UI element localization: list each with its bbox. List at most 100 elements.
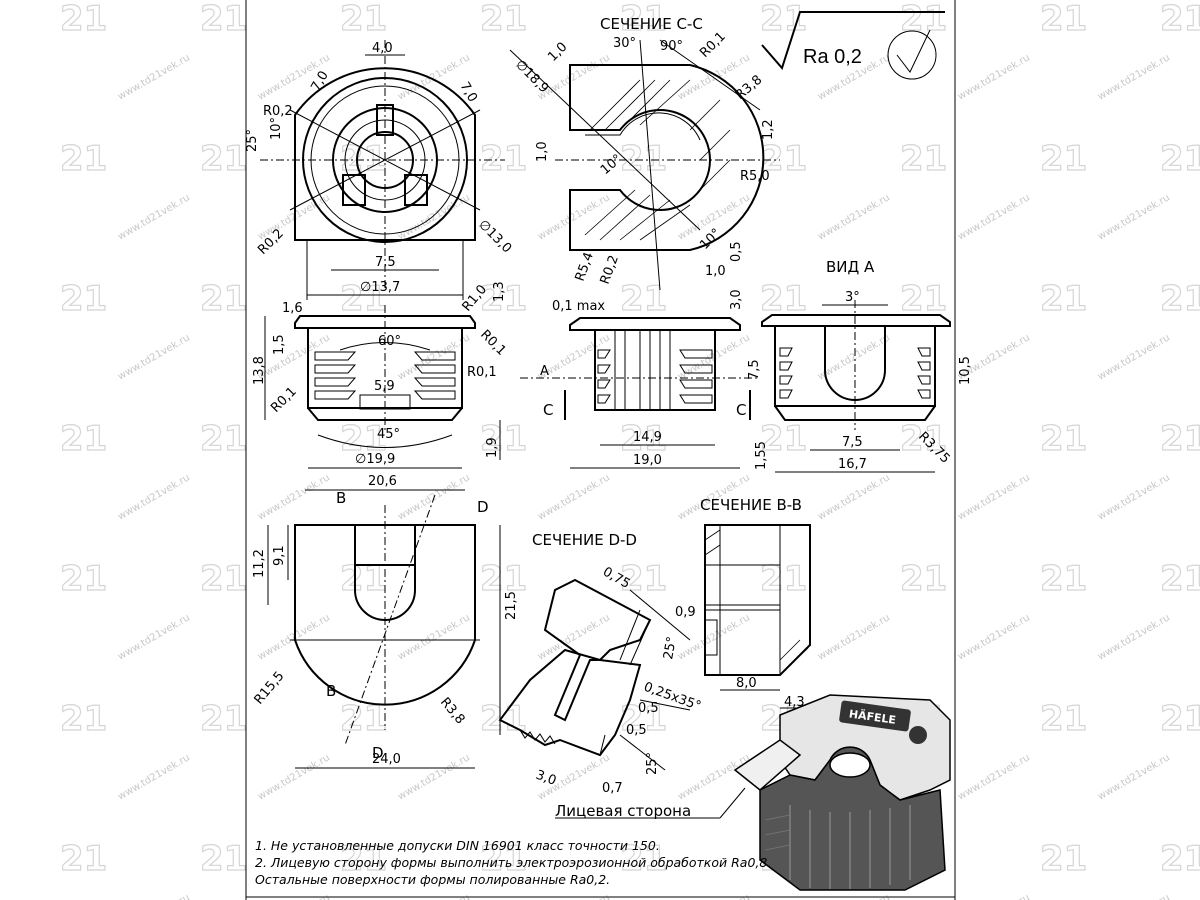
watermark-logo: 21	[60, 279, 107, 319]
dim-0-5-b: 0,5	[626, 723, 647, 738]
watermark-site-text: www.td21vek.ru	[536, 472, 612, 522]
watermark-logo: 21	[340, 419, 387, 459]
watermark-logo: 21	[760, 139, 807, 179]
dim-0-9: 0,9	[675, 605, 696, 620]
watermark-logo: 21	[60, 419, 107, 459]
dim-21-5: 21,5	[504, 591, 519, 620]
watermark-logo: 21	[1040, 839, 1087, 879]
section-dd-title: СЕЧЕНИЕ D-D	[532, 531, 637, 549]
section-bb-labels: СЕЧЕНИЕ B-B 8,0 4,3	[700, 496, 805, 710]
watermark-logo: 21	[60, 839, 107, 879]
note-line-1: 1. Не установленные допуски DIN 16901 кл…	[255, 838, 660, 853]
section-arrow-c-right: C	[736, 401, 746, 419]
watermark-logo: 21	[480, 839, 527, 879]
watermark-logo: 21	[1040, 139, 1087, 179]
watermark-logo: 21	[1040, 699, 1087, 739]
watermark-site-text: www.td21vek.ru	[116, 472, 192, 522]
dim-7-0-right: 7,0	[457, 80, 480, 105]
angle-90: 90°	[660, 39, 683, 54]
watermark-logo: 21	[620, 839, 667, 879]
watermark-site-text: www.td21vek.ru	[256, 752, 332, 802]
dim-1-0-top: 1,0	[545, 40, 570, 65]
watermark-logo: 21	[60, 139, 107, 179]
watermark-logo: 21	[60, 699, 107, 739]
radius-r5-0: R5,0	[740, 169, 770, 184]
watermark-site-text: www.td21vek.ru	[116, 892, 192, 900]
watermark-site-text: www.td21vek.ru	[536, 52, 612, 102]
watermark-site-text: www.td21vek.ru	[816, 612, 892, 662]
watermark-site-text: www.td21vek.ru	[676, 892, 752, 900]
dim-3-0: 3,0	[729, 289, 744, 310]
watermark-logo: 21	[200, 279, 247, 319]
watermark-site-text: www.td21vek.ru	[116, 752, 192, 802]
radius-r0-1: R0,1	[697, 29, 729, 61]
watermark-site-text: www.td21vek.ru	[816, 892, 892, 900]
watermark-logo: 21	[620, 559, 667, 599]
watermark-site-text: www.td21vek.ru	[536, 192, 612, 242]
dim-1-55: 1,55	[754, 441, 769, 470]
watermark-logo: 21	[1160, 419, 1200, 459]
face-side-label: Лицевая сторона	[555, 802, 691, 820]
dim-9-1: 9,1	[272, 545, 287, 566]
watermark-logo: 21	[620, 279, 667, 319]
watermark-logo: 21	[340, 0, 387, 39]
watermark-site-text: www.td21vek.ru	[396, 892, 472, 900]
angle-25-top: 25°	[661, 635, 680, 660]
watermark-logo: 21	[480, 419, 527, 459]
watermark-site-text: www.td21vek.ru	[536, 892, 612, 900]
product-render	[733, 694, 951, 891]
dim-11-2: 11,2	[252, 549, 267, 578]
dim-diameter-13-0: ∅13,0	[475, 217, 514, 256]
notes-block: 1. Не установленные допуски DIN 16901 кл…	[255, 838, 771, 887]
dim-7-5-bottom: 7,5	[842, 435, 863, 450]
section-cc-title: СЕЧЕНИЕ C-C	[600, 15, 703, 33]
watermark-logo: 21	[1160, 0, 1200, 39]
dim-1-0-left: 1,0	[535, 141, 550, 162]
drawing-frame	[245, 0, 956, 900]
watermark-logo: 21	[200, 559, 247, 599]
watermark-site-text: www.td21vek.ru	[1096, 472, 1172, 522]
dim-1-0-bottom: 1,0	[705, 264, 726, 279]
watermark-logo: 21	[900, 419, 947, 459]
bottom-view	[267, 494, 501, 769]
dim-1-5: 1,5	[272, 334, 287, 355]
watermark-logo: 21	[620, 139, 667, 179]
watermark-logo: 21	[1160, 139, 1200, 179]
section-dd-labels: СЕЧЕНИЕ D-D 0,75 0,9 25° 0,25x35° 0,5 0,…	[532, 531, 703, 796]
section-arrow-b-bottom: B	[326, 682, 336, 700]
watermark-logo: 21	[900, 279, 947, 319]
watermark-site-text: www.td21vek.ru	[956, 472, 1032, 522]
section-bb	[704, 524, 811, 709]
dim-3-0: 3,0	[534, 768, 559, 789]
radius-r15-5: R15,5	[252, 669, 288, 708]
watermark-logo: 21	[480, 0, 527, 39]
watermark-logo: 21	[760, 0, 807, 39]
watermark-site-text: www.td21vek.ru	[1096, 752, 1172, 802]
view-a	[761, 300, 951, 473]
watermark-site-text: www.td21vek.ru	[256, 612, 332, 662]
dim-diameter-13-7: ∅13,7	[360, 280, 400, 295]
angle-60: 60°	[378, 334, 401, 349]
section-arrow-c-left: C	[543, 401, 553, 419]
dim-1-9: 1,9	[485, 437, 500, 458]
dim-20-6: 20,6	[368, 474, 397, 489]
watermark-logo: 21	[1160, 279, 1200, 319]
surface-finish-label: Ra 0,2	[803, 46, 862, 68]
watermark-site-text: www.td21vek.ru	[956, 52, 1032, 102]
watermark-logo: 21	[900, 559, 947, 599]
radius-r5-4: R5,4	[573, 250, 597, 283]
watermark-site-text: www.td21vek.ru	[116, 612, 192, 662]
angle-45: 45°	[377, 427, 400, 442]
watermark-site-text: www.td21vek.ru	[956, 192, 1032, 242]
section-arrow-d-top: D	[477, 498, 489, 516]
dim-7-5: 7,5	[375, 255, 396, 270]
section-cc	[509, 39, 780, 291]
surface-finish-symbol	[761, 11, 945, 80]
watermark-logo: 21	[200, 839, 247, 879]
view-a-title: ВИД А	[826, 258, 875, 276]
dim-24-0: 24,0	[372, 752, 401, 767]
watermark-site-text: www.td21vek.ru	[956, 752, 1032, 802]
watermark-logo: 21	[1040, 0, 1087, 39]
watermark-site-text: www.td21vek.ru	[1096, 612, 1172, 662]
watermark-site-text: www.td21vek.ru	[116, 192, 192, 242]
